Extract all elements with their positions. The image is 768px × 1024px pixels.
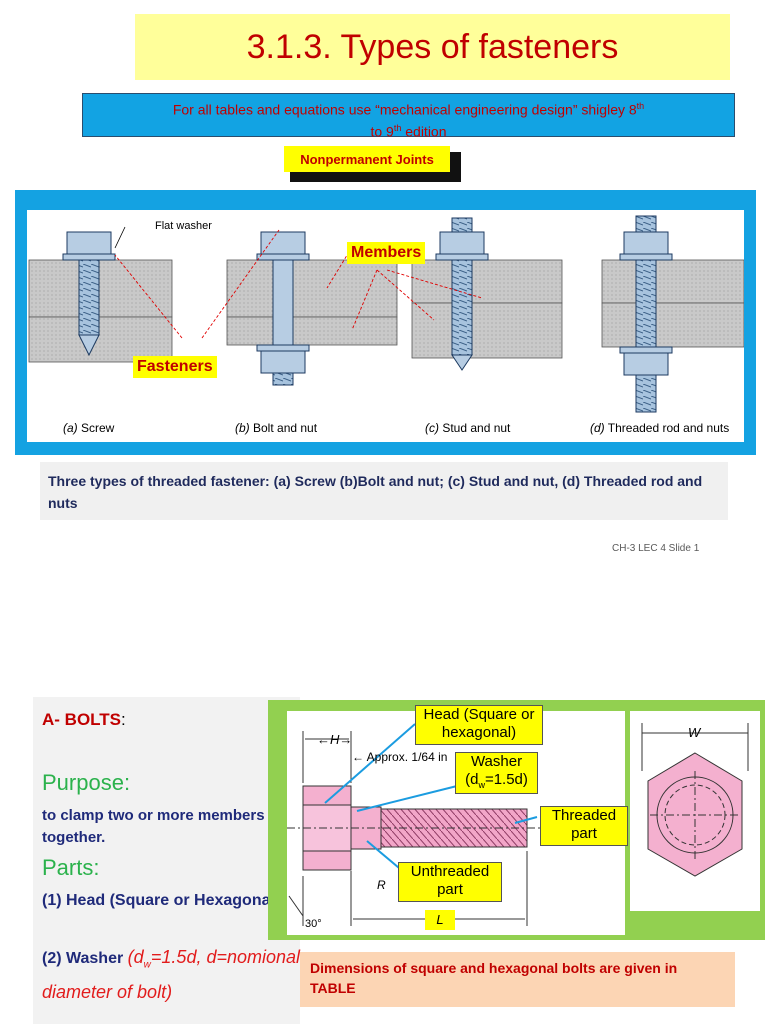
- fastener-figure-drawing: [28, 215, 745, 413]
- unthreaded-part-label: Unthreaded part: [398, 862, 502, 902]
- bolt-assembly: [226, 231, 398, 386]
- banner-line2-post: edition: [401, 123, 447, 140]
- blue-arrows: [324, 723, 538, 874]
- screw-caption: (a) Screw: [63, 421, 115, 435]
- banner-sup1: th: [636, 101, 645, 111]
- purpose-heading: Purpose:: [42, 770, 131, 795]
- dimensions-note: Dimensions of square and hexagonal bolts…: [300, 952, 735, 1007]
- reference-banner: For all tables and equations use “mechan…: [82, 93, 735, 140]
- bolt-hex-drawing: [641, 723, 749, 877]
- stud-nut-caption: (c) Stud and nut: [425, 421, 511, 435]
- dim-30: 30°: [305, 918, 322, 930]
- bolt-hex-view: [630, 711, 760, 911]
- nonpermanent-joints-label: Nonpermanent Joints: [284, 146, 450, 172]
- figure-caption: Three types of threaded fastener: (a) Sc…: [48, 473, 703, 511]
- banner-line2-pre: to 9: [370, 123, 394, 140]
- stud-assembly: [411, 217, 563, 371]
- flat-washer-label: Flat washer: [155, 220, 212, 232]
- threaded-rod-caption: (d) Threaded rod and nuts: [590, 421, 730, 435]
- bolt-nut-caption: (b) Bolt and nut: [235, 421, 318, 435]
- part-1-head: (1) Head (Square or Hexagonal): [42, 892, 281, 909]
- members-label: Members: [347, 242, 426, 264]
- fastener-figure: [27, 210, 745, 442]
- banner-sup2: th: [393, 122, 402, 133]
- dim-R: R: [377, 878, 386, 892]
- threaded-part-label: Threaded part: [540, 806, 628, 846]
- rod-assembly: [601, 215, 745, 413]
- parts-heading: Parts:: [42, 855, 100, 880]
- caption-box: [40, 462, 728, 520]
- part-2-washer: (2) Washer (dw=1.5d, d=nomional diameter…: [42, 947, 301, 1002]
- head-label: Head (Square or hexagonal): [415, 705, 543, 745]
- bolt-side-drawing: [287, 723, 547, 926]
- slide-number: CH-3 LEC 4 Slide 1: [612, 543, 700, 554]
- banner-line1: For all tables and equations use “mechan…: [172, 101, 637, 118]
- bolts-text-panel: [33, 697, 300, 1024]
- screw-assembly: [28, 231, 173, 363]
- fasteners-label: Fasteners: [133, 356, 217, 378]
- washer-label: Washer(dw=1.5d): [455, 752, 538, 794]
- dim-approx: ← Approx. 1/64 in: [352, 750, 448, 764]
- dim-W: W: [688, 725, 701, 740]
- pointer-lines: [114, 229, 483, 339]
- dim-H: ←H→: [317, 732, 353, 747]
- purpose-text: to clamp two or more members together.: [42, 807, 265, 846]
- slide-title: 3.1.3. Types of fasteners: [246, 27, 619, 66]
- title-box: 3.1.3. Types of fasteners: [135, 14, 730, 80]
- bolts-heading: A- BOLTS:: [42, 710, 126, 729]
- dim-L: L: [425, 910, 455, 930]
